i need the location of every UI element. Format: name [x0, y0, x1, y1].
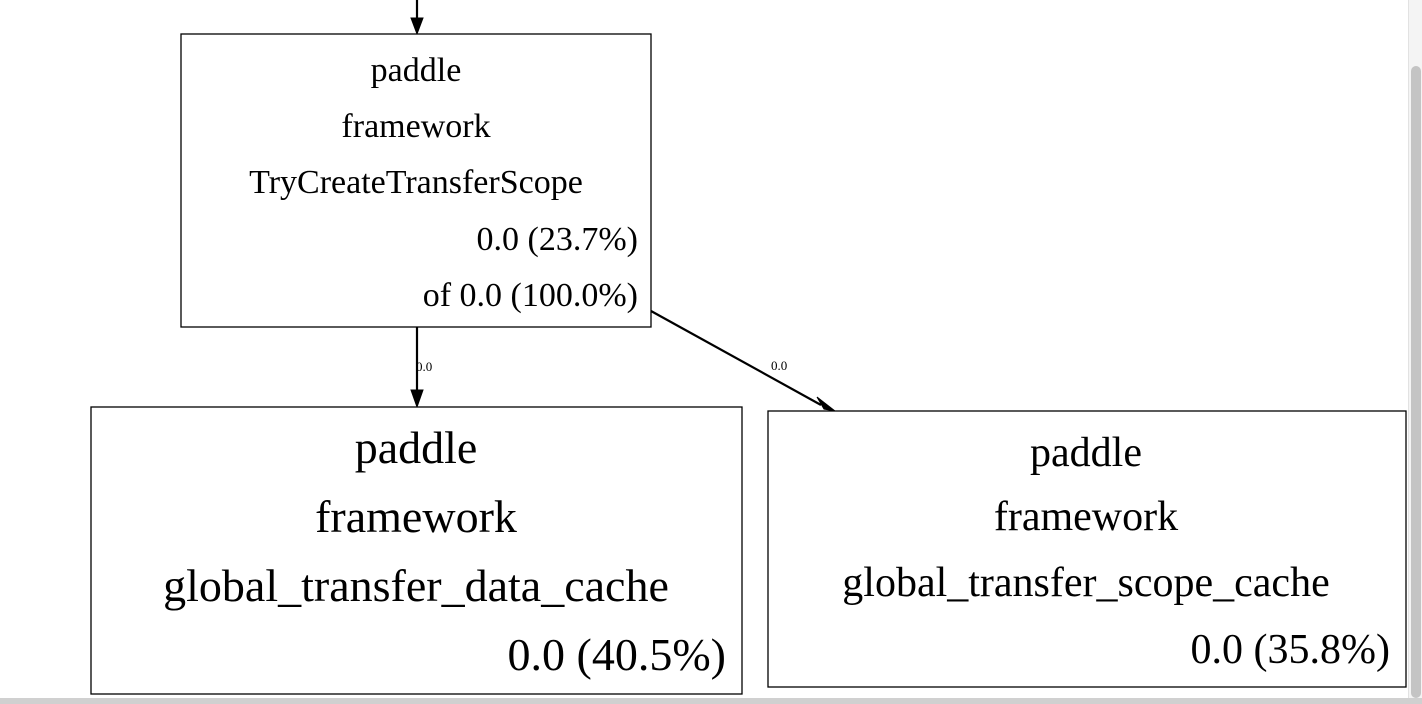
node-global-transfer-data-cache-box[interactable]	[90, 406, 743, 695]
node-try-create-transfer-scope[interactable]: paddle framework TryCreateTransferScope …	[180, 33, 652, 328]
edge-arrow	[816, 396, 836, 412]
edge-incoming-arrow	[410, 17, 424, 36]
node-label-line: TryCreateTransferScope	[249, 164, 583, 201]
node-value-self: 0.0 (40.5%)	[508, 629, 726, 680]
node-label-line: paddle	[1030, 430, 1142, 476]
edge-to-global-transfer-data-cache[interactable]: 0.0	[410, 327, 432, 409]
edge-label: 0.0	[416, 359, 432, 374]
vertical-scrollbar-thumb[interactable]	[1411, 66, 1421, 698]
vertical-scrollbar[interactable]	[1408, 0, 1422, 698]
node-label-line: global_transfer_scope_cache	[842, 560, 1329, 606]
node-global-transfer-scope-cache[interactable]: paddle framework global_transfer_scope_c…	[767, 410, 1407, 688]
edge-to-global-transfer-scope-cache[interactable]: 0.0	[650, 310, 836, 412]
node-label-line: framework	[315, 491, 517, 542]
node-label-line: framework	[341, 108, 490, 145]
node-global-transfer-scope-cache-box[interactable]	[767, 410, 1407, 688]
edge-arrow	[410, 389, 424, 409]
node-label-line: paddle	[371, 52, 462, 89]
node-global-transfer-data-cache[interactable]: paddle framework global_transfer_data_ca…	[90, 406, 743, 695]
horizontal-scrollbar[interactable]	[0, 698, 1422, 704]
edge-incoming	[410, 0, 424, 36]
node-value-cumulative: of 0.0 (100.0%)	[423, 277, 638, 314]
node-value-self: 0.0 (35.8%)	[1191, 627, 1390, 673]
node-label-line: paddle	[355, 422, 478, 473]
edge-label: 0.0	[771, 358, 787, 373]
node-value-self: 0.0 (23.7%)	[477, 221, 638, 258]
node-label-line: framework	[994, 494, 1178, 540]
edge-line	[650, 310, 822, 406]
node-label-line: global_transfer_data_cache	[163, 560, 669, 611]
